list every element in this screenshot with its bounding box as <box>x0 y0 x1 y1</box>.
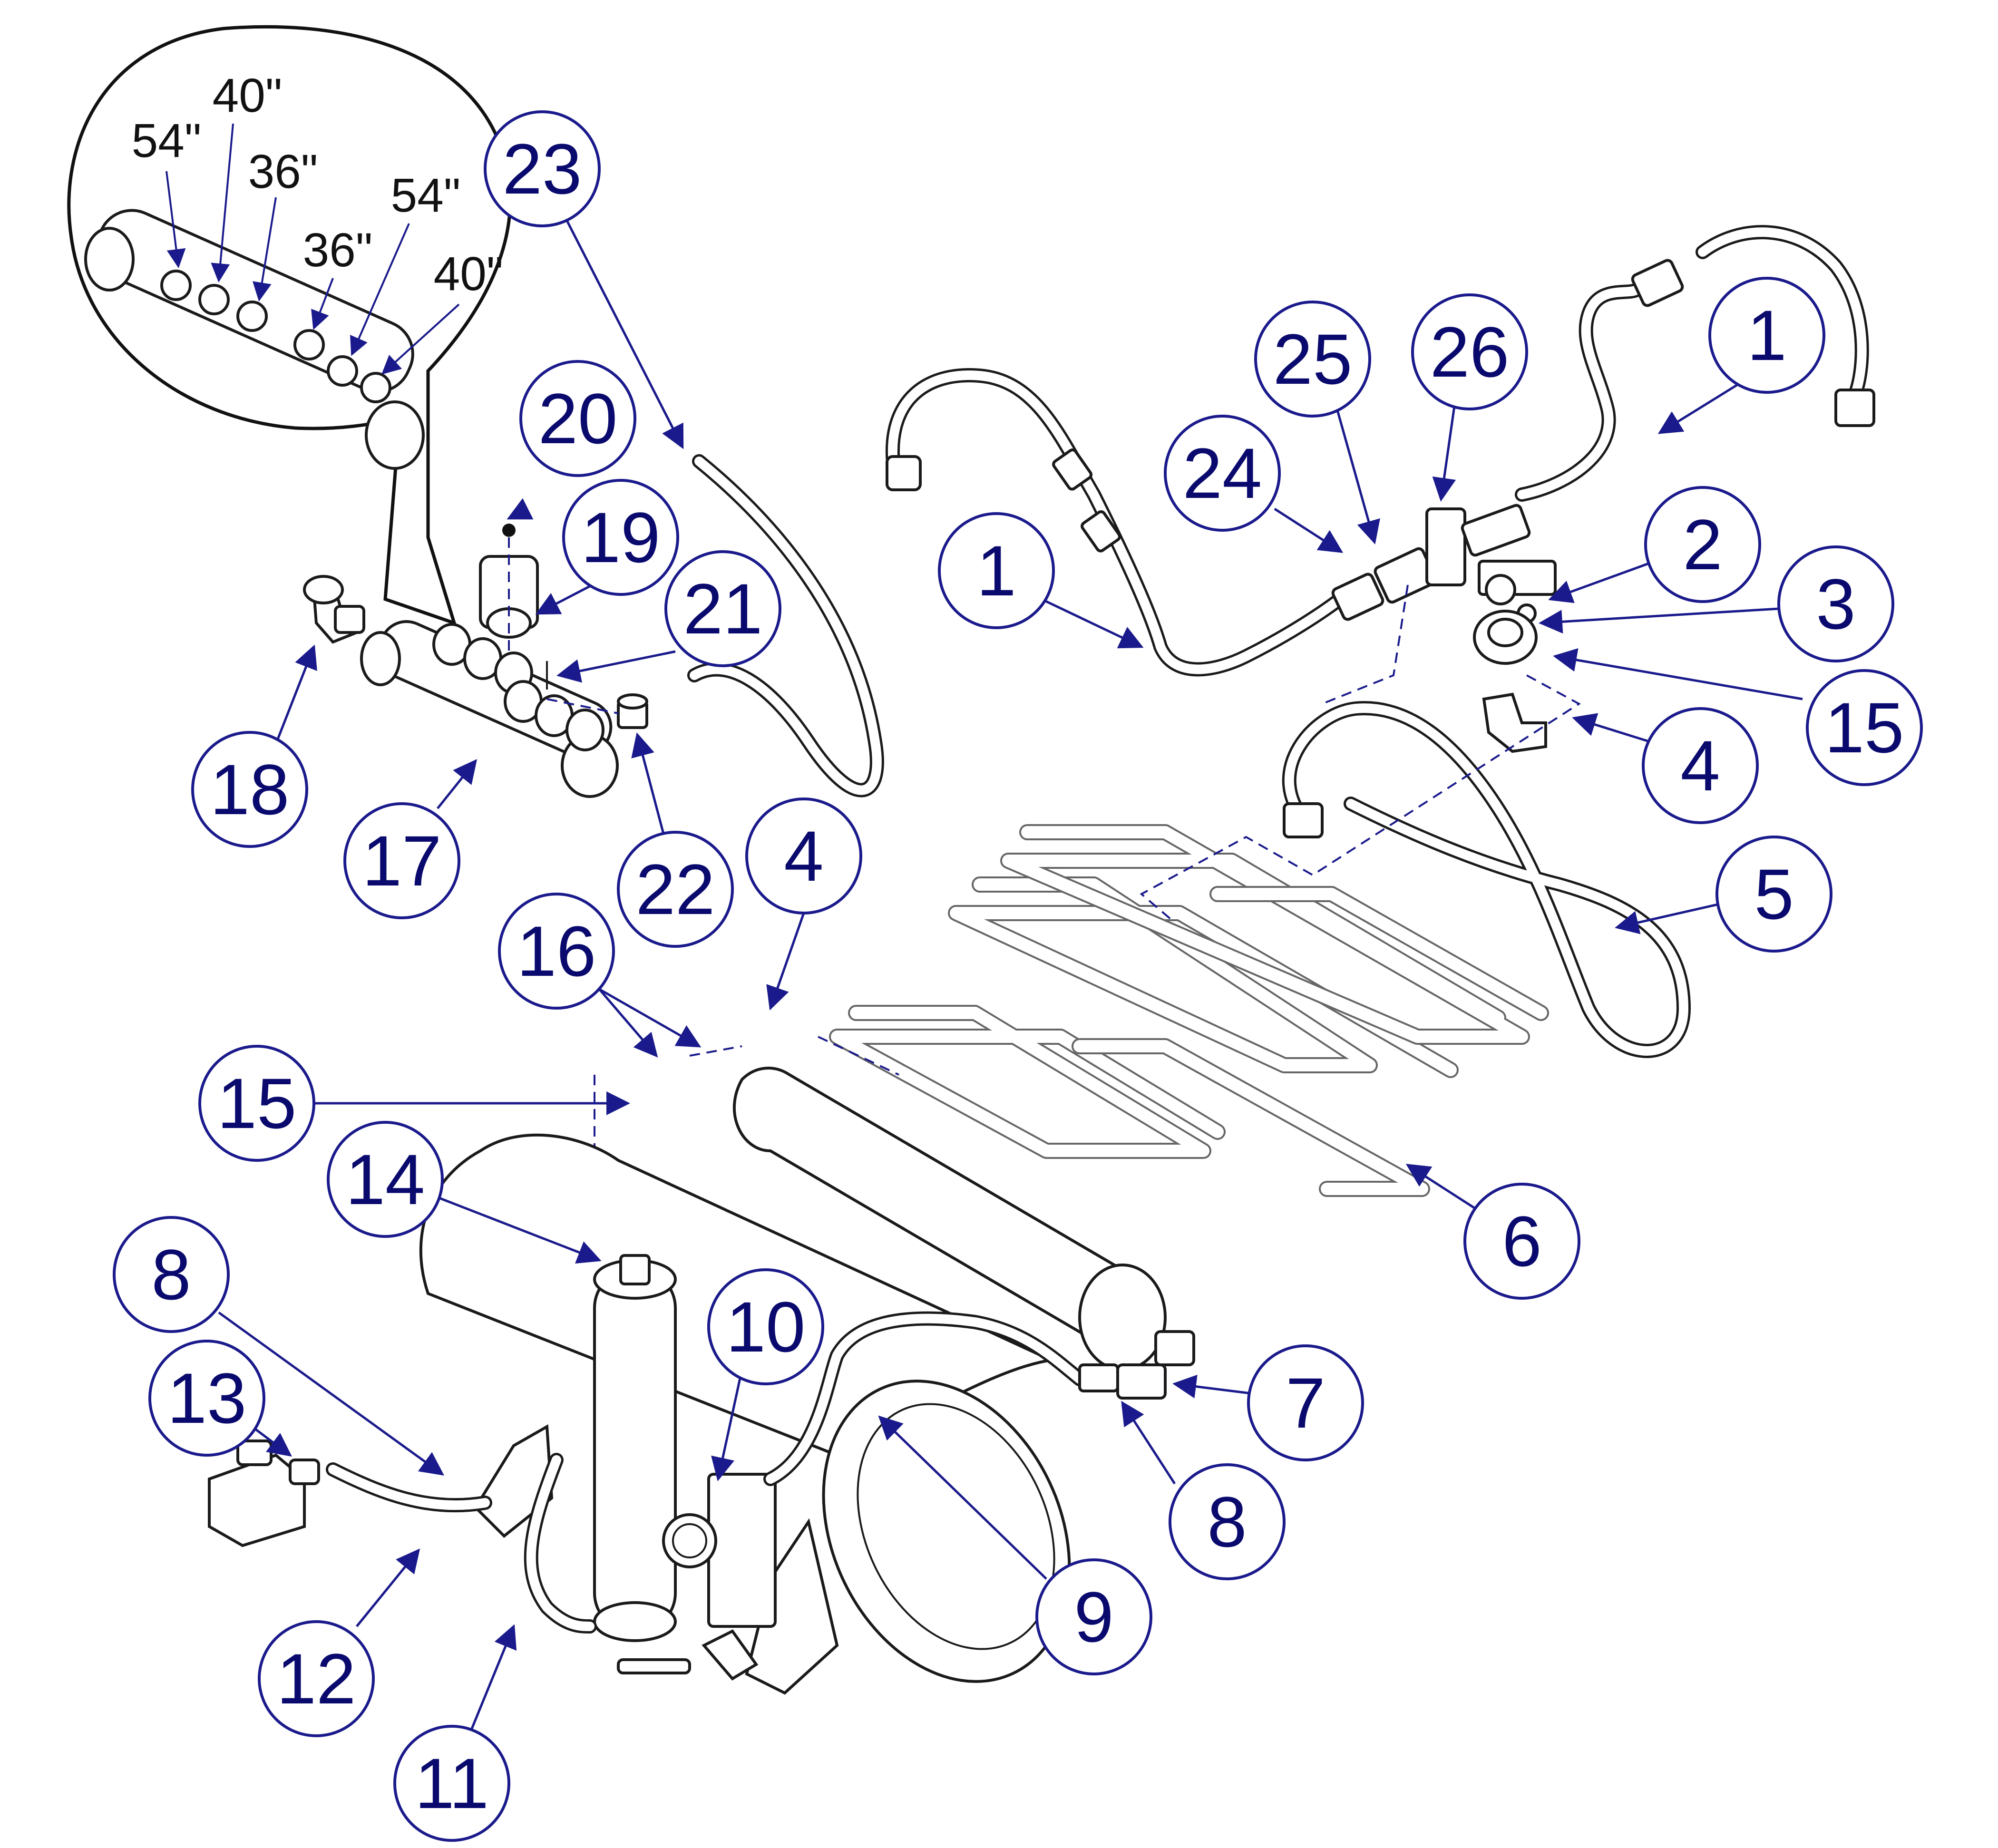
callout-bubble: 8 <box>1169 1463 1286 1580</box>
callout-bubble: 16 <box>498 893 615 1010</box>
port-length-label: 40" <box>434 247 504 301</box>
valve-assembly <box>1473 610 1547 753</box>
callout-bubble: 22 <box>617 831 734 948</box>
svg-text:19: 19 <box>581 497 661 577</box>
svg-text:20: 20 <box>538 379 618 458</box>
filter-canister <box>593 1254 677 1642</box>
callout-bubble: 1 <box>1708 277 1825 394</box>
callout-bubble: 4 <box>745 798 862 914</box>
callout-bubble: 20 <box>519 360 636 477</box>
callout-bubbles: 23 20 19 21 18 17 22 25 26 24 1 1 2 3 15… <box>113 110 1923 1842</box>
manifold-detail-ports <box>160 270 391 403</box>
svg-text:22: 22 <box>636 849 715 929</box>
svg-text:1: 1 <box>1747 295 1786 375</box>
receiver-tank <box>733 1067 1167 1371</box>
callout-bubble: 11 <box>393 1725 510 1842</box>
svg-text:12: 12 <box>277 1639 356 1719</box>
port-length-label: 36" <box>248 145 318 198</box>
callout-bubble: 7 <box>1247 1344 1364 1461</box>
tee-fitting-assembly <box>1331 504 1557 623</box>
callout-bubble: 6 <box>1463 1183 1580 1300</box>
callout-bubble: 5 <box>1715 836 1832 953</box>
hose-assembly-left <box>885 368 1353 677</box>
svg-text:4: 4 <box>1680 726 1720 806</box>
callout-bubble: 3 <box>1777 545 1894 662</box>
svg-text:7: 7 <box>1286 1363 1325 1443</box>
port-length-label: 54" <box>132 114 202 167</box>
svg-text:2: 2 <box>1683 505 1722 584</box>
svg-text:5: 5 <box>1754 854 1793 934</box>
callout-bubble: 26 <box>1411 293 1528 410</box>
svg-text:16: 16 <box>517 911 596 991</box>
callout-bubble: 2 <box>1644 486 1761 603</box>
port-length-label: 36" <box>303 224 373 277</box>
svg-text:8: 8 <box>1207 1482 1247 1562</box>
svg-text:21: 21 <box>683 569 763 649</box>
end-fittings <box>1078 1330 1195 1400</box>
callout-bubble: 1 <box>938 512 1055 629</box>
svg-text:10: 10 <box>726 1287 806 1367</box>
port-length-label: 54" <box>391 169 461 222</box>
svg-text:6: 6 <box>1502 1201 1541 1281</box>
svg-text:13: 13 <box>167 1358 247 1438</box>
callout-bubble: 4 <box>1642 707 1759 824</box>
svg-text:24: 24 <box>1183 433 1262 513</box>
svg-text:23: 23 <box>503 129 582 209</box>
drain-hose <box>687 454 884 798</box>
callout-bubble: 14 <box>327 1121 444 1238</box>
callout-bubble: 18 <box>191 731 308 848</box>
svg-text:4: 4 <box>784 816 823 896</box>
callout-bubble: 13 <box>148 1340 265 1457</box>
svg-text:26: 26 <box>1430 312 1510 392</box>
svg-text:11: 11 <box>415 1743 489 1823</box>
callout-bubble: 15 <box>198 1045 315 1162</box>
svg-text:8: 8 <box>151 1235 191 1314</box>
callout-bubble: 21 <box>664 550 781 667</box>
leader-lines <box>218 218 1803 1731</box>
cooling-coils <box>829 824 1549 1197</box>
callout-bubble: 12 <box>258 1620 375 1737</box>
svg-text:3: 3 <box>1816 564 1855 644</box>
callout-bubble: 25 <box>1254 301 1371 418</box>
elbow-fitting <box>303 575 365 644</box>
svg-text:17: 17 <box>362 821 442 901</box>
callout-bubble: 8 <box>113 1216 230 1333</box>
callout-bubble: 17 <box>343 802 460 919</box>
svg-text:25: 25 <box>1273 319 1353 399</box>
port-length-label: 40" <box>213 69 283 122</box>
pressure-gauge-block <box>617 1473 777 1681</box>
svg-text:15: 15 <box>1825 688 1904 768</box>
tank-hoses <box>326 1311 1087 1634</box>
manifold-detail-callout: 54" 40" 36" 36" 54" 40" <box>67 25 512 626</box>
hose-assembly-lower <box>1282 701 1691 1058</box>
callout-bubble: 24 <box>1164 415 1281 532</box>
callout-bubble: 9 <box>1035 1558 1152 1675</box>
callout-bubble: 23 <box>484 110 601 227</box>
port-length-arrows <box>166 123 460 375</box>
svg-text:9: 9 <box>1074 1577 1113 1657</box>
hose-assembly-right <box>1515 225 1875 502</box>
callout-bubble: 19 <box>562 479 679 596</box>
callout-bubble: 10 <box>707 1268 824 1385</box>
svg-text:1: 1 <box>976 531 1016 611</box>
svg-text:14: 14 <box>346 1139 425 1219</box>
barb-fitting <box>617 693 648 729</box>
manifold-assembly <box>360 620 619 798</box>
callout-bubble: 15 <box>1806 669 1923 786</box>
pressure-switch <box>208 1439 320 1547</box>
svg-text:15: 15 <box>217 1063 297 1143</box>
svg-text:18: 18 <box>210 749 290 829</box>
